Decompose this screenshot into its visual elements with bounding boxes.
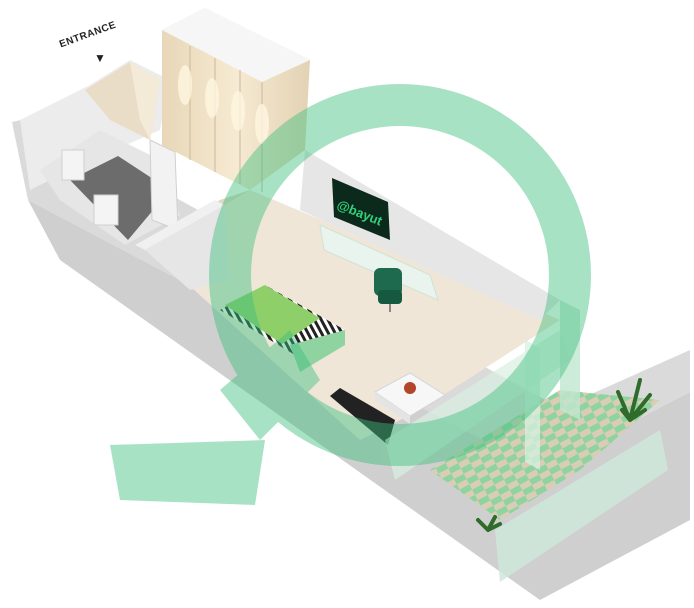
tv-console: [319, 224, 439, 301]
toilet: [61, 149, 85, 181]
bathroom: [40, 130, 180, 245]
search-magnifier-watermark-icon: [110, 84, 591, 505]
arrow-down-icon: ▼: [94, 51, 106, 65]
sofa: [330, 388, 395, 445]
balcony: [385, 300, 668, 582]
glass-door: [525, 340, 540, 470]
small-plant: [476, 515, 502, 532]
entrance-corridor: [85, 62, 160, 140]
partition-wall: [135, 200, 228, 290]
bed: [220, 285, 345, 372]
balcony-plant: [616, 378, 652, 422]
table-plant: [404, 382, 416, 394]
sink: [93, 194, 119, 226]
bathroom-door: [149, 139, 179, 231]
wardrobe: [162, 8, 310, 192]
coffee-table: [374, 372, 446, 424]
bathroom-floor: [70, 156, 170, 240]
tv-screen: [332, 178, 390, 240]
tv-wall: @bayut: [300, 150, 560, 320]
desk-chair: [374, 268, 402, 312]
